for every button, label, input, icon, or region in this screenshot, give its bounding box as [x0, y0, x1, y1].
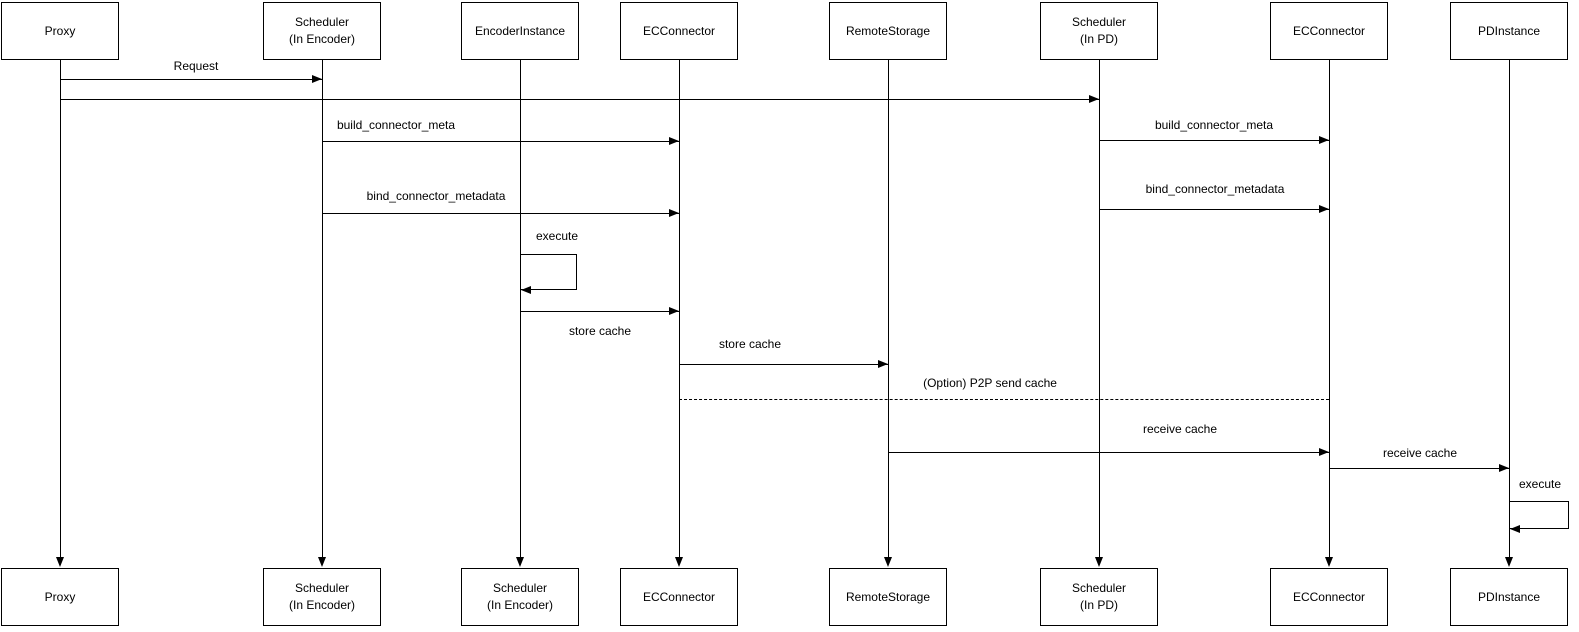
actor-box-label: ECConnector: [642, 589, 716, 604]
message-line-ec-connector-pd-to-pd-instance: [1329, 468, 1509, 469]
lifeline-remote-storage: [888, 60, 889, 558]
message-label: receive cache: [1142, 422, 1218, 436]
message-label: store cache: [568, 324, 632, 338]
actor-box-label: (In PD): [1079, 598, 1118, 612]
actor-pd-instance-top-box: PDInstance: [1450, 2, 1568, 60]
message-label: bind_connector_metadata: [366, 189, 506, 203]
message-label: receive cache: [1382, 446, 1458, 460]
message-label: store cache: [718, 337, 782, 351]
self-loop-encoder-instance: [520, 254, 577, 290]
message-line-proxy-to-scheduler-in-pd: [60, 99, 1099, 100]
message-line-scheduler-in-pd-to-ec-connector-pd: [1099, 209, 1329, 210]
lifeline-proxy: [60, 60, 61, 558]
actor-box-label: (In Encoder): [288, 598, 356, 612]
message-arrowhead-icon: [1089, 95, 1099, 103]
message-label: (Option) P2P send cache: [923, 376, 1057, 390]
lifeline-arrowhead-icon: [516, 557, 524, 567]
actor-box-label: RemoteStorage: [845, 589, 931, 604]
actor-box-label: Scheduler: [1071, 581, 1127, 596]
actor-box-label: PDInstance: [1477, 23, 1541, 38]
self-loop-label: execute: [1518, 477, 1562, 491]
message-line-scheduler-in-encoder-to-ec-connector-encoder: [322, 213, 679, 214]
self-loop-arrowhead-icon: [521, 286, 531, 294]
message-arrowhead-icon: [669, 209, 679, 217]
actor-box-label: Scheduler: [294, 15, 350, 30]
message-arrowhead-icon: [1319, 205, 1329, 213]
lifeline-arrowhead-icon: [884, 557, 892, 567]
actor-box-label: ECConnector: [1292, 23, 1366, 38]
self-loop-label: execute: [535, 229, 579, 243]
lifeline-arrowhead-icon: [318, 557, 326, 567]
message-line-proxy-to-scheduler-in-encoder: [60, 79, 322, 80]
actor-ec-connector-pd-top-box: ECConnector: [1270, 2, 1388, 60]
message-arrowhead-icon: [312, 75, 322, 83]
message-arrowhead-icon: [878, 360, 888, 368]
actor-scheduler-in-encoder-top-box: Scheduler (In Encoder): [263, 2, 381, 60]
lifeline-scheduler-in-pd: [1099, 60, 1100, 558]
actor-box-label: (In PD): [1079, 32, 1118, 46]
message-line-ec-connector-encoder-to-ec-connector-pd: [679, 399, 1329, 400]
actor-box-label: Scheduler: [492, 581, 548, 596]
actor-scheduler-in-pd-bottom-box: Scheduler (In PD): [1040, 568, 1158, 626]
actor-box-label: ECConnector: [642, 23, 716, 38]
message-line-scheduler-in-encoder-to-ec-connector-encoder: [322, 141, 679, 142]
message-arrowhead-icon: [669, 137, 679, 145]
lifeline-scheduler-in-encoder: [322, 60, 323, 558]
lifeline-arrowhead-icon: [1505, 557, 1513, 567]
message-arrowhead-icon: [1499, 464, 1509, 472]
actor-box-label: ECConnector: [1292, 589, 1366, 604]
lifeline-arrowhead-icon: [1095, 557, 1103, 567]
lifeline-encoder-instance: [520, 60, 521, 558]
lifeline-ec-connector-pd: [1329, 60, 1330, 558]
message-arrowhead-icon: [1319, 136, 1329, 144]
actor-box-label: PDInstance: [1477, 589, 1541, 604]
actor-remote-storage-bottom-box: RemoteStorage: [829, 568, 947, 626]
message-line-encoder-instance-to-ec-connector-encoder: [520, 311, 679, 312]
actor-ec-connector-encoder-top-box: ECConnector: [620, 2, 738, 60]
actor-box-label: (In Encoder): [486, 598, 554, 612]
lifeline-arrowhead-icon: [1325, 557, 1333, 567]
actor-encoder-instance-top-box: EncoderInstance: [461, 2, 579, 60]
lifeline-arrowhead-icon: [56, 557, 64, 567]
actor-box-label: Scheduler: [294, 581, 350, 596]
message-label: bind_connector_metadata: [1145, 182, 1285, 196]
actor-scheduler-in-encoder-bottom-box: Scheduler (In Encoder): [263, 568, 381, 626]
actor-ec-connector-pd-bottom-box: ECConnector: [1270, 568, 1388, 626]
lifeline-arrowhead-icon: [675, 557, 683, 567]
actor-scheduler-in-pd-top-box: Scheduler (In PD): [1040, 2, 1158, 60]
actor-proxy-bottom-box: Proxy: [1, 568, 119, 626]
actor-ec-connector-encoder-bottom-box: ECConnector: [620, 568, 738, 626]
actor-box-label: (In Encoder): [288, 32, 356, 46]
message-arrowhead-icon: [1319, 448, 1329, 456]
actor-box-label: EncoderInstance: [474, 23, 566, 38]
actor-box-label: RemoteStorage: [845, 23, 931, 38]
message-line-scheduler-in-pd-to-ec-connector-pd: [1099, 140, 1329, 141]
message-line-remote-storage-to-ec-connector-pd: [888, 452, 1329, 453]
message-label: build_connector_meta: [336, 118, 456, 132]
actor-encoder-instance-bottom-box: Scheduler (In Encoder): [461, 568, 579, 626]
lifeline-pd-instance: [1509, 60, 1510, 558]
actor-box-label: Scheduler: [1071, 15, 1127, 30]
message-line-ec-connector-encoder-to-remote-storage: [679, 364, 888, 365]
actor-remote-storage-top-box: RemoteStorage: [829, 2, 947, 60]
message-label: Request: [173, 59, 219, 73]
lifeline-ec-connector-encoder: [679, 60, 680, 558]
self-loop-pd-instance: [1509, 501, 1569, 529]
actor-proxy-top-box: Proxy: [1, 2, 119, 60]
self-loop-arrowhead-icon: [1510, 525, 1520, 533]
actor-box-label: Proxy: [44, 23, 76, 38]
actor-pd-instance-bottom-box: PDInstance: [1450, 568, 1568, 626]
actor-box-label: Proxy: [44, 589, 76, 604]
message-label: build_connector_meta: [1154, 118, 1274, 132]
message-arrowhead-icon: [669, 307, 679, 315]
